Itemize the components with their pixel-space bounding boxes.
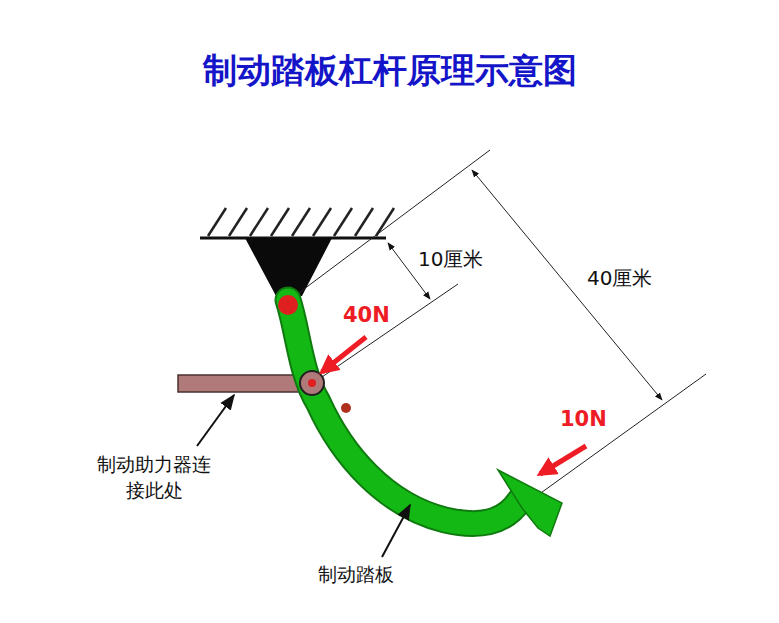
- extension-line: [538, 374, 706, 495]
- pedal-mark: [341, 403, 351, 413]
- leader-arrow: [382, 505, 410, 557]
- diagram-title: 制动踏板杠杆原理示意图: [0, 48, 779, 94]
- dimension-text: 40厘米: [587, 265, 652, 292]
- force-value: 40N: [343, 301, 390, 329]
- brake-pedal: [288, 300, 520, 524]
- hatch-stroke: [334, 208, 352, 236]
- pedal-pad: [498, 470, 562, 536]
- force-arrow: [540, 446, 586, 474]
- part-label: 制动助力器连接此处: [93, 452, 215, 503]
- force-value: 10N: [560, 405, 607, 433]
- rod-joint: [300, 371, 324, 395]
- leader-arrow: [197, 395, 234, 446]
- hatch-stroke: [271, 208, 289, 236]
- hatch-stroke: [292, 208, 310, 236]
- hatch-stroke: [250, 208, 268, 236]
- booster-rod: [178, 375, 308, 392]
- part-label: 制动踏板: [318, 562, 394, 588]
- pedal-outline: [288, 300, 520, 524]
- rod-joint-center: [308, 379, 316, 387]
- hatch-stroke: [208, 208, 226, 236]
- dimension-line: [472, 170, 662, 400]
- hatch-stroke: [376, 208, 394, 236]
- hatch-stroke: [313, 208, 331, 236]
- dimension-text: 10厘米: [418, 246, 483, 273]
- force-arrow: [322, 337, 366, 372]
- pivot-point: [278, 295, 298, 315]
- ceiling-hatching: [208, 208, 394, 236]
- extension-line: [322, 284, 458, 377]
- extension-line: [292, 150, 490, 298]
- hatch-stroke: [355, 208, 373, 236]
- hatch-stroke: [229, 208, 247, 236]
